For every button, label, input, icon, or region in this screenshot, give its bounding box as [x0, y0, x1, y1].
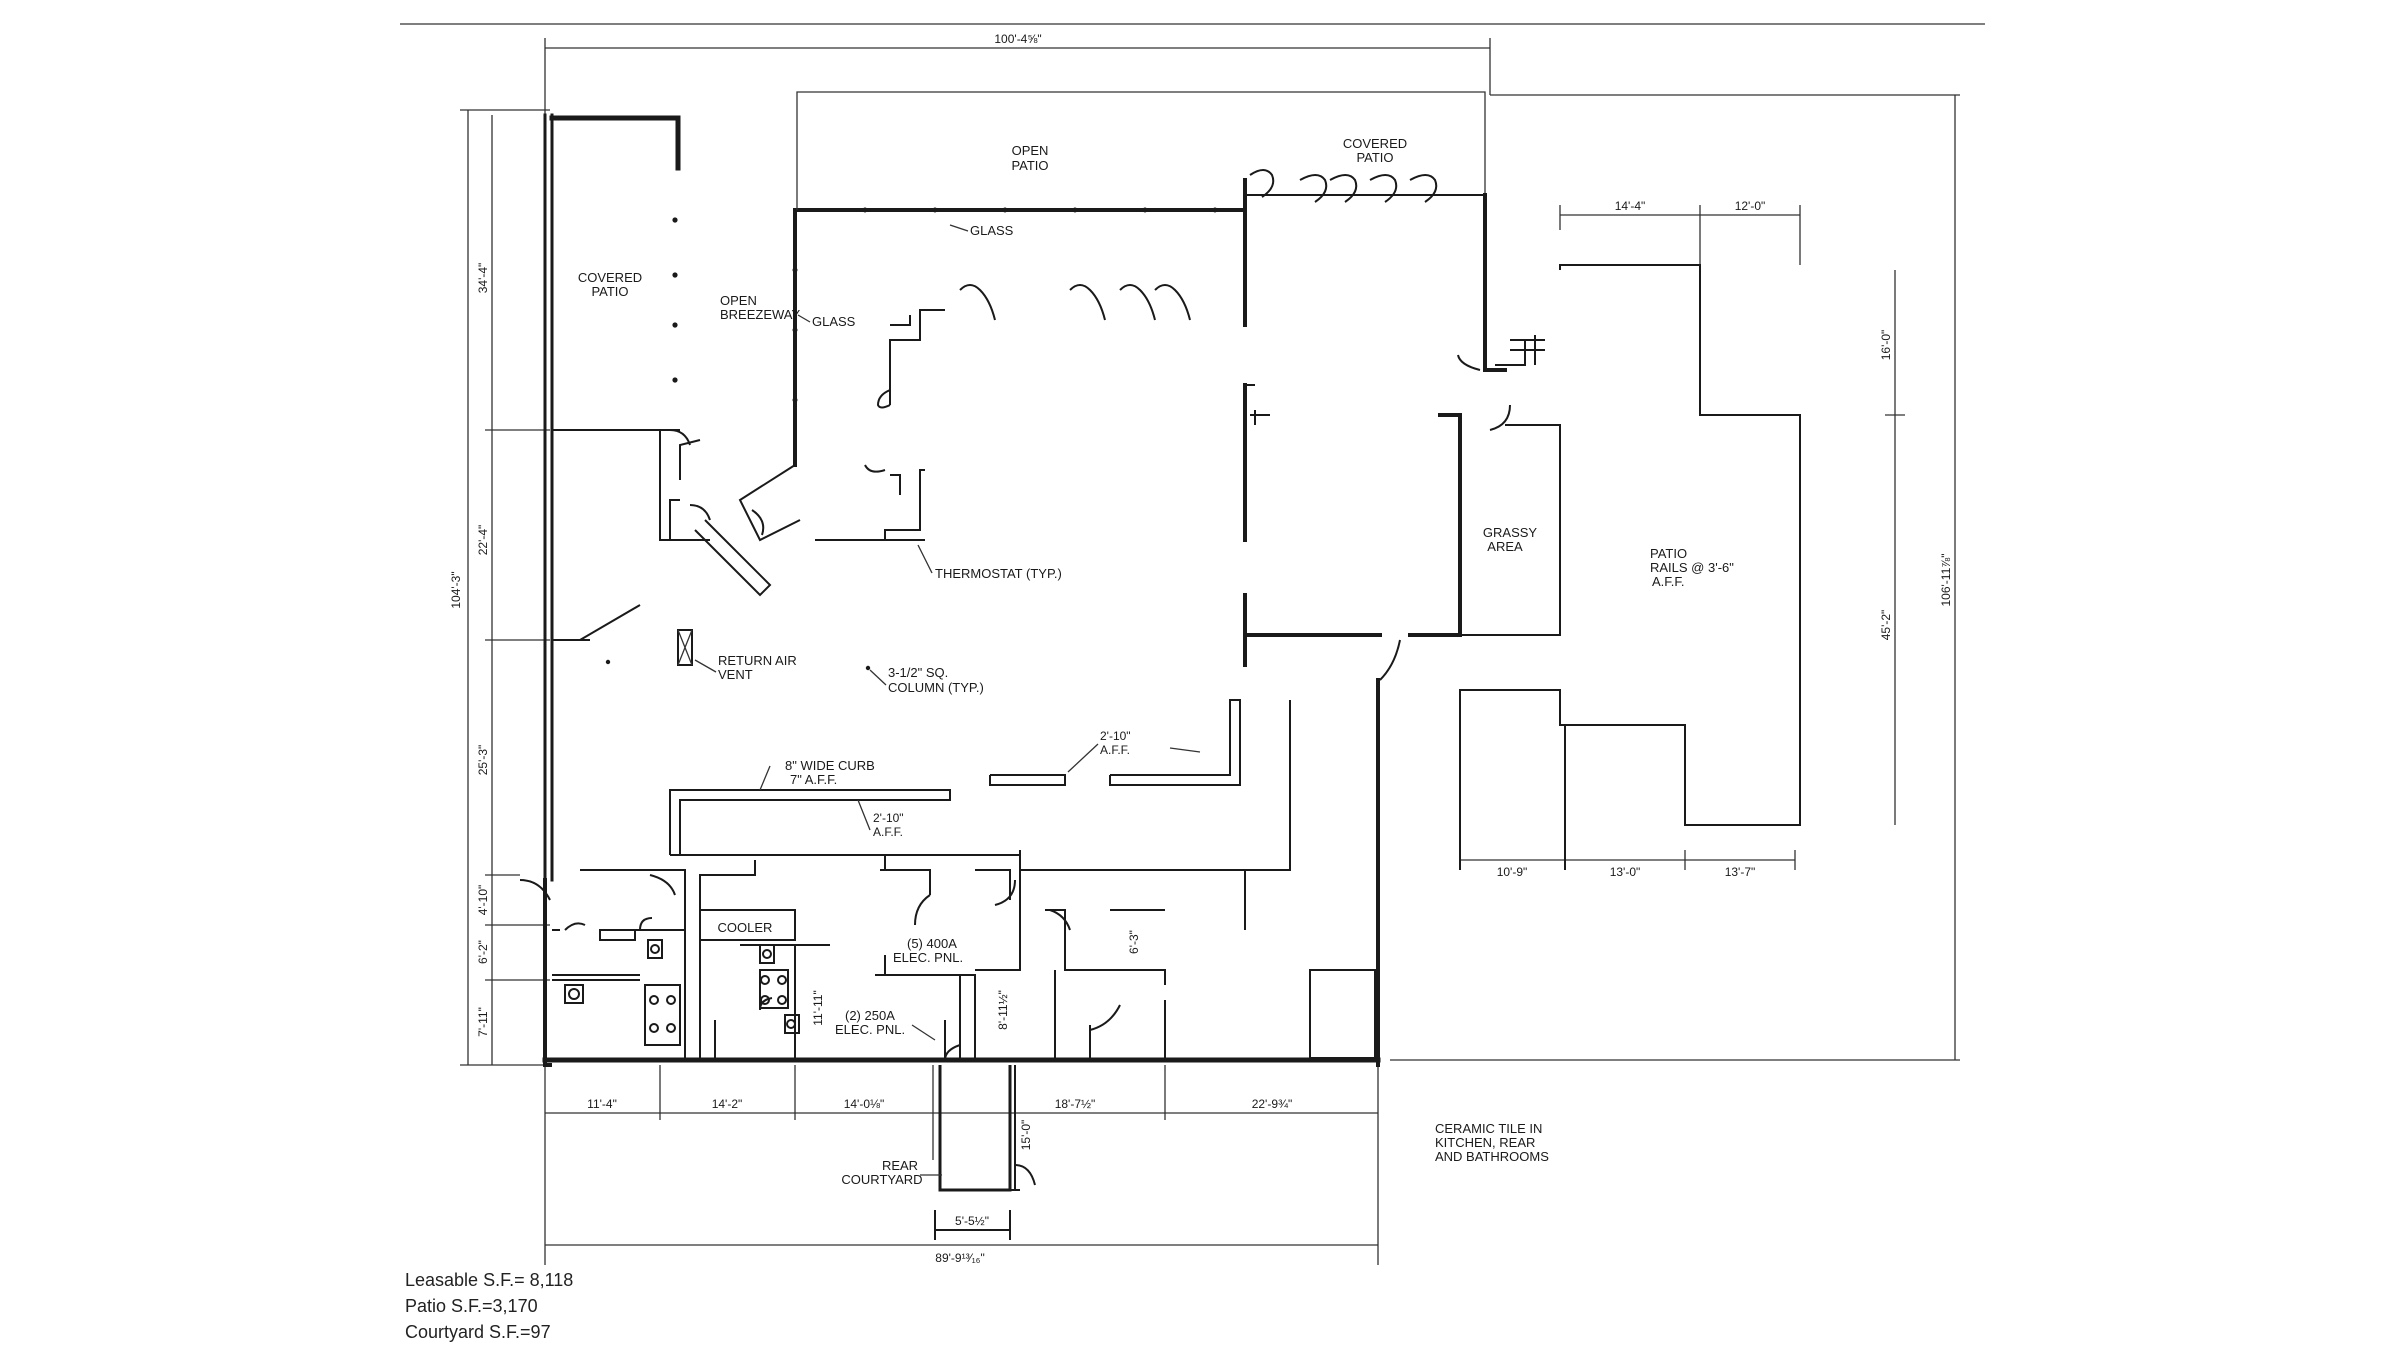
summary-courtyard: Courtyard S.F.=97 [405, 1322, 551, 1342]
label-patio-rails-2: RAILS @ 3'-6" [1650, 560, 1734, 575]
label-rear-courtyard-1: REAR [882, 1158, 918, 1173]
glass-mullions [792, 207, 1218, 403]
label-rear-courtyard-2: COURTYARD [841, 1172, 922, 1187]
label-ceramic-tile-3: AND BATHROOMS [1435, 1149, 1549, 1164]
label-elec-400-2: ELEC. PNL. [893, 950, 963, 965]
dim-patio-bottom-3: 13'-7" [1725, 865, 1756, 879]
dim-left-seg-5: 6'-2" [476, 940, 490, 964]
dim-left-seg-6: 7'-11" [476, 1007, 490, 1037]
label-elec-250-2: ELEC. PNL. [835, 1022, 905, 1037]
dim-right-overall: 106'-11⅞" [1939, 553, 1953, 606]
dim-bottom-seg-2: 14'-2" [712, 1097, 743, 1111]
label-aff-right-2: A.F.F. [1100, 743, 1130, 757]
label-covered-patio-top-1: COVERED [1343, 136, 1407, 151]
label-elec-400-1: (5) 400A [907, 936, 957, 951]
dim-patio-bottom-1: 10'-9" [1497, 865, 1528, 879]
label-aff-left-2: A.F.F. [873, 825, 903, 839]
label-open-patio-1: OPEN [1012, 143, 1049, 158]
dim-interior-11-11: 11'-11" [811, 990, 825, 1025]
label-glass-top: GLASS [970, 223, 1014, 238]
label-aff-left-1: 2'-10" [873, 811, 904, 825]
label-grassy-area-2: AREA [1487, 539, 1523, 554]
building-walls [542, 91, 1801, 1240]
dim-left-seg-1: 34'-4" [476, 263, 490, 294]
door-swings [519, 169, 1511, 1186]
label-ceramic-tile-2: KITCHEN, REAR [1435, 1135, 1535, 1150]
label-covered-patio-left-1: COVERED [578, 270, 642, 285]
dim-courtyard-depth: 15'-0" [1019, 1120, 1033, 1151]
dim-courtyard-width: 5'-5½" [955, 1214, 989, 1228]
label-thermostat: THERMOSTAT (TYP.) [935, 566, 1062, 581]
dim-patio-bottom-2: 13'-0" [1610, 865, 1641, 879]
label-return-air-2: VENT [718, 667, 753, 682]
label-elec-250-1: (2) 250A [845, 1008, 895, 1023]
label-column-2: COLUMN (TYP.) [888, 680, 984, 695]
column-markers [605, 217, 871, 671]
dim-bottom-seg-3: 14'-0⅛" [844, 1097, 885, 1111]
bathroom-fixtures [564, 939, 800, 1046]
dim-bottom-seg-5: 22'-9¾" [1252, 1097, 1293, 1111]
dim-bottom-overall: 89'-9¹³⁄₁₆" [935, 1251, 984, 1265]
dim-interior-8-11: 8'-11½" [996, 990, 1010, 1030]
label-covered-patio-top-2: PATIO [1356, 150, 1393, 165]
label-open-breezeway-2: BREEZEWAY [720, 307, 801, 322]
dimension-lines [460, 38, 1960, 1265]
dim-left-seg-3: 25'-3" [476, 745, 490, 776]
room-labels: OPEN PATIO COVERED PATIO COVERED PATIO O… [578, 136, 1734, 1187]
label-patio-rails-3: A.F.F. [1652, 574, 1685, 589]
label-return-air-1: RETURN AIR [718, 653, 797, 668]
dim-patio-top-2: 12'-0" [1735, 199, 1766, 213]
label-column-1: 3-1/2" SQ. [888, 665, 948, 680]
dim-left-seg-2: 22'-4" [476, 525, 490, 556]
label-covered-patio-left-2: PATIO [591, 284, 628, 299]
label-curb-2: 7" A.F.F. [790, 772, 837, 787]
dim-left-seg-4: 4'-10" [476, 885, 490, 916]
label-glass-left: GLASS [812, 314, 856, 329]
dim-patio-top-1: 14'-4" [1615, 199, 1646, 213]
dim-left-overall: 104'-3" [449, 571, 463, 608]
label-curb-1: 8" WIDE CURB [785, 758, 875, 773]
dim-interior-6-3: 6'-3" [1127, 930, 1141, 954]
label-patio-rails-1: PATIO [1650, 546, 1687, 561]
dim-bottom-seg-4: 18'-7½" [1055, 1097, 1096, 1111]
dim-bottom-seg-1: 11'-4" [587, 1097, 617, 1111]
label-cooler: COOLER [718, 920, 773, 935]
label-open-patio-2: PATIO [1011, 158, 1048, 173]
dim-patio-right-2: 45'-2" [1879, 610, 1893, 641]
label-aff-right-1: 2'-10" [1100, 729, 1131, 743]
summary-patio: Patio S.F.=3,170 [405, 1296, 538, 1316]
label-ceramic-tile-1: CERAMIC TILE IN [1435, 1121, 1542, 1136]
dim-patio-right-1: 16'-0" [1879, 330, 1893, 361]
label-open-breezeway-1: OPEN [720, 293, 757, 308]
summary-leasable: Leasable S.F.= 8,118 [405, 1270, 574, 1290]
dim-top-overall: 100'-4⅝" [994, 32, 1041, 46]
dimension-labels: 100'-4⅝" 104'-3" 34'-4" 22'-4" 25'-3" 4'… [449, 32, 1953, 1265]
return-air-vent-symbol [677, 629, 693, 666]
label-grassy-area-1: GRASSY [1483, 525, 1538, 540]
